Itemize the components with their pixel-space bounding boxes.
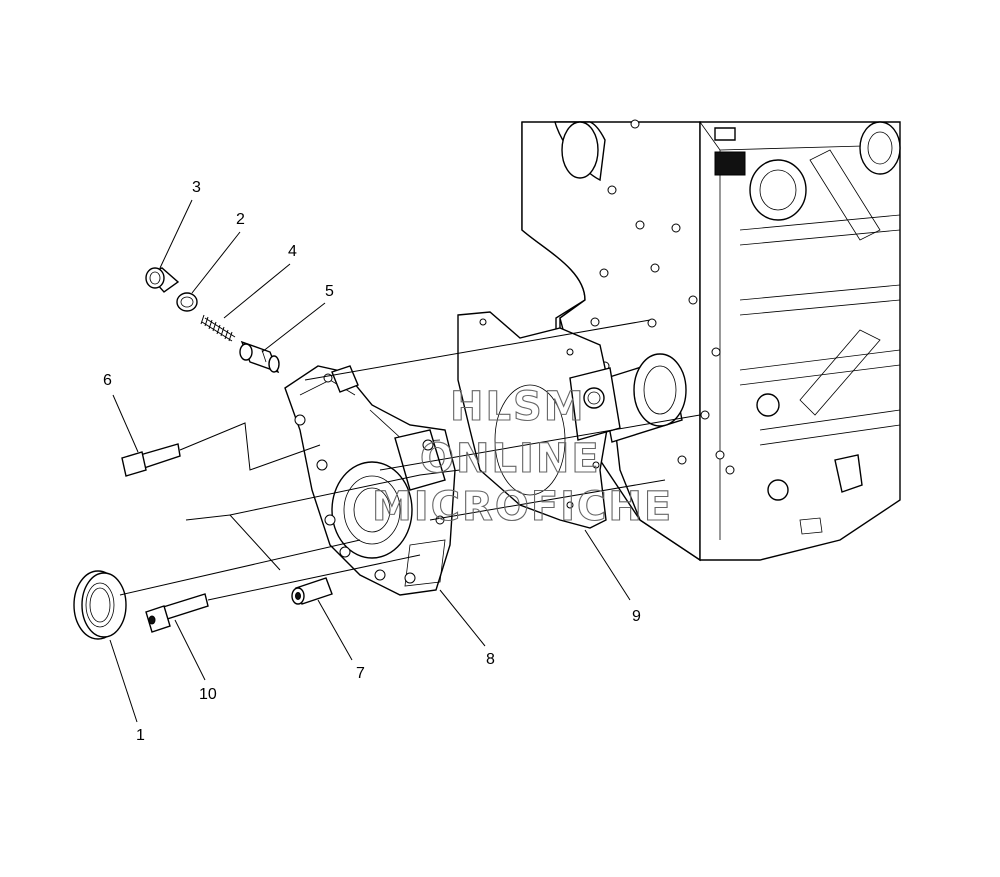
oil-pump-housing [284, 365, 456, 596]
watermark-line-1: HLSM [450, 384, 586, 430]
leader-lines [109, 199, 631, 723]
callout-3: 3 [192, 179, 201, 196]
bolt-long [121, 443, 181, 477]
gasket [457, 311, 613, 529]
callout-10: 10 [199, 686, 217, 703]
relief-valve [239, 340, 280, 374]
callout-9: 9 [632, 608, 641, 625]
callout-7: 7 [356, 665, 365, 682]
callout-5: 5 [325, 283, 334, 300]
spring [200, 314, 236, 342]
watermark-line-2: ONLINE [420, 436, 601, 482]
callout-4: 4 [288, 243, 297, 260]
callout-2: 2 [236, 211, 245, 228]
callout-6: 6 [103, 372, 112, 389]
alignment-lines [119, 319, 701, 601]
plug [145, 267, 180, 293]
socket-screw [291, 577, 333, 605]
oil-seal [73, 570, 127, 640]
callout-8: 8 [486, 651, 495, 668]
watermark: HLSM ONLINE MICROFICHE [371, 383, 673, 530]
callout-labels: 3 2 4 5 6 7 8 9 10 1 [103, 179, 641, 744]
engine-block [521, 119, 901, 562]
callout-1: 1 [136, 727, 145, 744]
bolt-short [145, 593, 209, 633]
pump-shaft [569, 353, 687, 443]
watermark-line-3: MICROFICHE [372, 484, 673, 530]
washer [176, 292, 198, 312]
